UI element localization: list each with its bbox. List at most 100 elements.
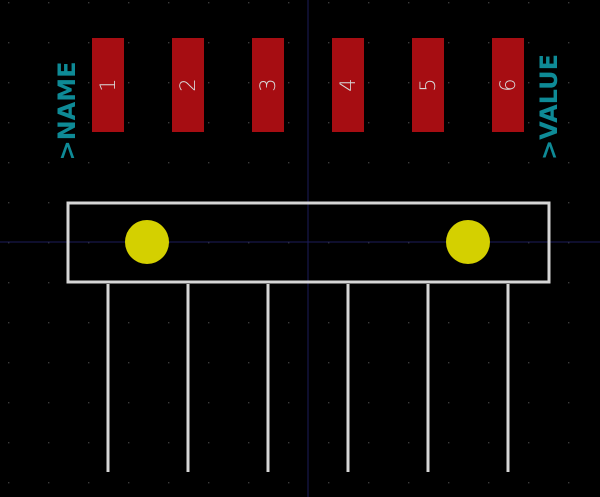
grid-dot xyxy=(288,322,290,324)
grid-dot xyxy=(48,482,50,484)
grid-dot xyxy=(408,322,410,324)
grid-dot xyxy=(208,2,210,4)
grid-dot xyxy=(528,322,530,324)
pad-5[interactable]: 5 xyxy=(412,38,444,132)
pad-6[interactable]: 6 xyxy=(492,38,524,132)
grid-dot xyxy=(8,482,10,484)
pad-2-copper[interactable] xyxy=(172,38,204,132)
grid-dot xyxy=(448,362,450,364)
grid-dot xyxy=(8,242,10,244)
pad-4-copper[interactable] xyxy=(332,38,364,132)
pad-5-copper[interactable] xyxy=(412,38,444,132)
grid-dot xyxy=(488,322,490,324)
grid-dot xyxy=(328,42,330,44)
grid-dot xyxy=(248,362,250,364)
pad-2-number: 2 xyxy=(176,78,200,91)
grid-dot xyxy=(568,442,570,444)
grid-dot xyxy=(528,442,530,444)
pad-2[interactable]: 2 xyxy=(172,38,204,132)
pad-1-number: 1 xyxy=(96,78,120,91)
grid-dot xyxy=(328,162,330,164)
grid-dot xyxy=(168,162,170,164)
grid-dot xyxy=(248,122,250,124)
grid-dot xyxy=(368,242,370,244)
grid-dot xyxy=(128,42,130,44)
name-reference-text[interactable]: >NAME xyxy=(53,61,81,160)
grid-dot xyxy=(8,2,10,4)
grid-dot xyxy=(288,482,290,484)
grid-dot xyxy=(328,122,330,124)
grid-dot xyxy=(288,402,290,404)
mounting-hole-left[interactable] xyxy=(125,220,169,264)
grid-dot xyxy=(48,82,50,84)
grid-dot xyxy=(408,402,410,404)
grid-dot xyxy=(568,402,570,404)
pad-1-copper[interactable] xyxy=(92,38,124,132)
grid-dot xyxy=(8,402,10,404)
grid-dot xyxy=(208,122,210,124)
grid-dot xyxy=(48,162,50,164)
grid-dot xyxy=(528,42,530,44)
grid-dot xyxy=(448,442,450,444)
grid-dot xyxy=(248,442,250,444)
connector-body-outline[interactable] xyxy=(66,201,551,284)
pad-3-copper[interactable] xyxy=(252,38,284,132)
grid-dot xyxy=(248,322,250,324)
value-reference-text[interactable]: >VALUE xyxy=(535,54,563,160)
grid-dot xyxy=(568,2,570,4)
grid-dot xyxy=(488,362,490,364)
grid-dot xyxy=(448,482,450,484)
grid-dot xyxy=(168,122,170,124)
grid-dot xyxy=(8,82,10,84)
grid-dot xyxy=(168,42,170,44)
grid-dot xyxy=(288,362,290,364)
grid-dot xyxy=(8,42,10,44)
grid-dot xyxy=(368,362,370,364)
grid-dot xyxy=(448,402,450,404)
grid-dot xyxy=(168,322,170,324)
pad-3[interactable]: 3 xyxy=(252,38,284,132)
grid-dot xyxy=(328,442,330,444)
grid-dot xyxy=(88,242,90,244)
grid-dot xyxy=(568,122,570,124)
grid-dot xyxy=(248,82,250,84)
grid-dot xyxy=(368,122,370,124)
grid-dot xyxy=(128,122,130,124)
pad-1[interactable]: 1 xyxy=(92,38,124,132)
grid-dot xyxy=(408,42,410,44)
grid-dot xyxy=(448,42,450,44)
grid-dot xyxy=(208,322,210,324)
grid-dot xyxy=(288,242,290,244)
grid-dot xyxy=(8,282,10,284)
grid-dot xyxy=(528,482,530,484)
grid-dot xyxy=(208,482,210,484)
grid-dot xyxy=(328,322,330,324)
mounting-hole-right[interactable] xyxy=(446,220,490,264)
grid-dot xyxy=(448,2,450,4)
grid-dot xyxy=(168,362,170,364)
pad-4[interactable]: 4 xyxy=(332,38,364,132)
grid-dot xyxy=(168,82,170,84)
grid-dot xyxy=(488,402,490,404)
pad-6-copper[interactable] xyxy=(492,38,524,132)
grid-dot xyxy=(128,322,130,324)
grid-dot xyxy=(568,202,570,204)
grid-dot xyxy=(288,442,290,444)
grid-dot xyxy=(568,82,570,84)
grid-dot xyxy=(408,362,410,364)
grid-dot xyxy=(48,402,50,404)
grid-dot xyxy=(528,2,530,4)
grid-dot xyxy=(368,442,370,444)
grid-dot xyxy=(88,2,90,4)
grid-dot xyxy=(88,162,90,164)
grid-dot xyxy=(88,122,90,124)
grid-dot xyxy=(48,282,50,284)
grid-dot xyxy=(48,242,50,244)
grid-dot xyxy=(328,82,330,84)
grid-dot xyxy=(248,482,250,484)
grid-dot xyxy=(88,322,90,324)
grid-dot xyxy=(448,322,450,324)
grid-dot xyxy=(88,402,90,404)
